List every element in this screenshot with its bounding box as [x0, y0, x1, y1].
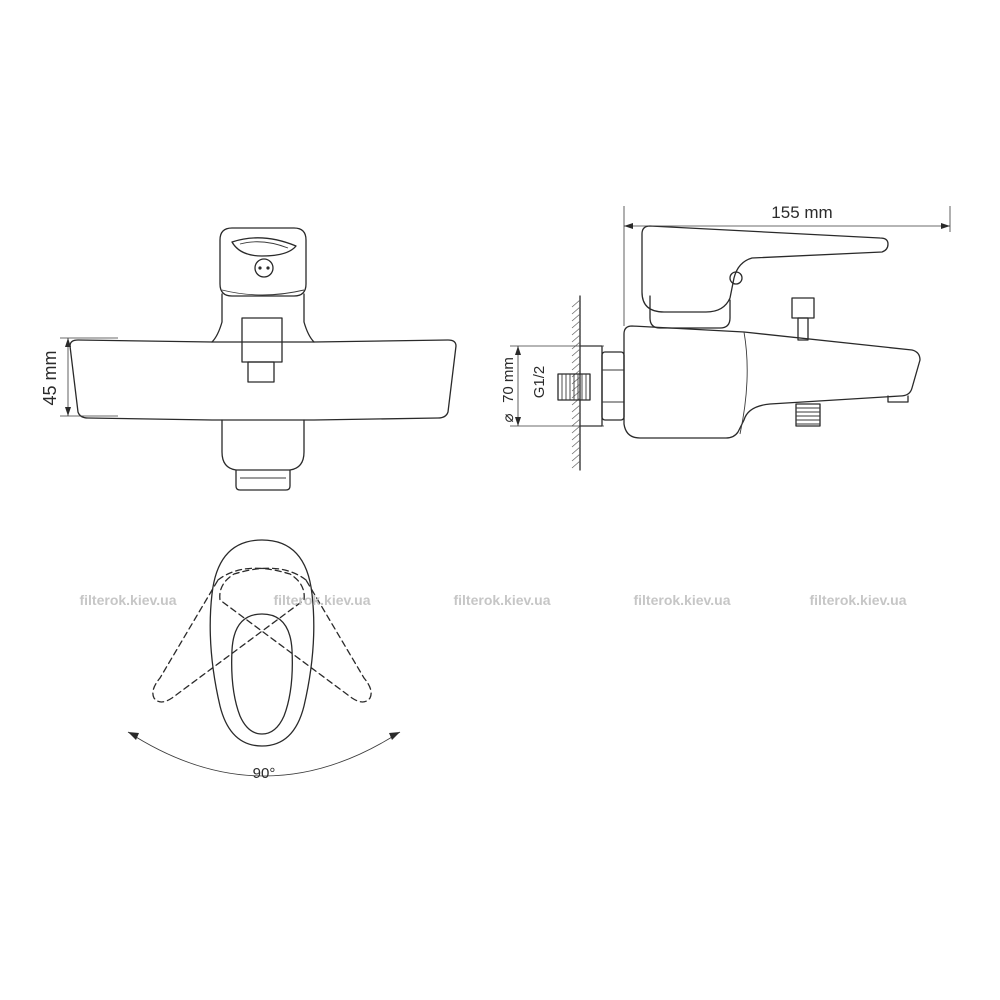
watermark: filterok.kiev.ua — [273, 592, 370, 608]
height-label: 45 mm — [40, 350, 60, 405]
watermark-row: filterok.kiev.ua filterok.kiev.ua filter… — [79, 592, 906, 608]
watermark: filterok.kiev.ua — [809, 592, 906, 608]
wall-hatch — [571, 295, 581, 471]
watermark: filterok.kiev.ua — [453, 592, 550, 608]
screw-dot-icon — [258, 266, 262, 270]
front-view — [69, 227, 457, 491]
watermark: filterok.kiev.ua — [79, 592, 176, 608]
width-label: 155 mm — [771, 203, 832, 222]
rotation-label: 90° — [253, 765, 276, 782]
screw-dot-icon — [266, 266, 270, 270]
width-dimension: 155 mm — [623, 203, 951, 326]
connection-dimension: ⌀ 70 mm G1/2 — [500, 345, 604, 427]
side-view — [557, 225, 921, 471]
thread-label: G1/2 — [531, 366, 548, 399]
height-dimension: 45 mm — [40, 337, 118, 417]
diameter-symbol-icon: ⌀ — [500, 413, 517, 422]
watermark: filterok.kiev.ua — [633, 592, 730, 608]
top-view: 90° — [127, 539, 401, 782]
diameter-label: 70 mm — [500, 357, 517, 403]
